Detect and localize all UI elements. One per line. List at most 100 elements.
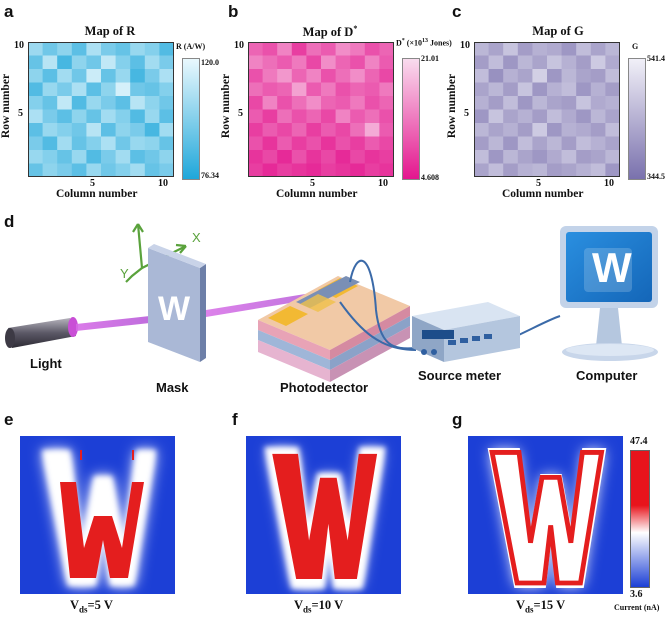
heatmap-cell: [517, 163, 533, 177]
heatmap-cell: [306, 96, 322, 110]
heatmap-cell: [159, 55, 174, 70]
heatmap-cell: [517, 69, 533, 83]
current-colorbar: [630, 450, 650, 588]
heatmap-cell: [101, 150, 117, 164]
light-label: Light: [30, 356, 62, 371]
map-d-cb-label: D* (×1013 Jones): [396, 38, 452, 48]
heatmap-cell: [474, 55, 490, 70]
heatmap-cell: [321, 109, 337, 124]
heatmap-cell: [590, 42, 606, 56]
current-map-15v: [468, 436, 623, 594]
heatmap-cell: [335, 69, 351, 83]
heatmap-cell: [306, 123, 322, 137]
setup-illustration: [5, 223, 658, 382]
heatmap-cell: [159, 96, 174, 110]
heatmap-cell: [57, 82, 73, 97]
heatmap-cell: [532, 123, 548, 137]
heatmap-frame: [248, 42, 394, 177]
heatmap-cell: [547, 55, 563, 70]
heatmap-cell: [42, 96, 58, 110]
heatmap-cell: [474, 163, 490, 177]
heatmap-cell: [159, 42, 174, 56]
heatmap-cell: [532, 82, 548, 97]
heatmap-cell: [71, 69, 87, 83]
heatmap-cell: [42, 42, 58, 56]
heatmap-cell: [379, 109, 394, 124]
heatmap-cell: [262, 42, 278, 56]
vds-value-5v: =5 V: [87, 598, 113, 612]
heatmap-cell: [532, 150, 548, 164]
heatmap-cell: [28, 123, 44, 137]
mask-plate: [148, 244, 206, 362]
map-g-cb-max: 541.4: [647, 54, 665, 63]
heatmap-cell: [350, 163, 366, 177]
heatmap-cell: [350, 55, 366, 70]
heatmap-cell: [130, 109, 146, 124]
heatmap-frame: [28, 42, 174, 177]
heatmap-cell: [86, 163, 102, 177]
heatmap-cell: [57, 163, 73, 177]
heatmap-cell: [547, 123, 563, 137]
heatmap-cell: [605, 150, 620, 164]
heatmap-cell: [517, 42, 533, 56]
heatmap-cell: [115, 150, 131, 164]
heatmap-cell: [335, 123, 351, 137]
heatmap-cell: [590, 123, 606, 137]
map-r-heatmap: [28, 42, 174, 177]
heatmap-cell: [277, 150, 293, 164]
heatmap-cell: [86, 82, 102, 97]
vds-sub-5v: ds: [79, 604, 88, 615]
heatmap-cell: [130, 55, 146, 70]
panel-label-d: d: [4, 212, 15, 231]
heatmap-cell: [291, 42, 307, 56]
map-d-xtick-10: 10: [378, 178, 388, 189]
heatmap-cell: [517, 96, 533, 110]
heatmap-cell: [532, 96, 548, 110]
heatmap-cell: [262, 69, 278, 83]
heatmap-cell: [144, 123, 160, 137]
heatmap-cell: [28, 136, 44, 151]
heatmap-cell: [42, 69, 58, 83]
heatmap-cell: [277, 82, 293, 97]
heatmap-cell: [561, 55, 577, 70]
heatmap-cell: [364, 69, 380, 83]
heatmap-cell: [86, 109, 102, 124]
heatmap-cell: [561, 82, 577, 97]
heatmap-cell: [517, 82, 533, 97]
heatmap-cell: [159, 69, 174, 83]
map-g-colorbar: [628, 58, 646, 180]
heatmap-cell: [547, 69, 563, 83]
heatmap-cell: [576, 55, 592, 70]
heatmap-cell: [306, 136, 322, 151]
heatmap-cell: [86, 96, 102, 110]
heatmap-cell: [576, 69, 592, 83]
heatmap-cell: [321, 82, 337, 97]
heatmap-cell: [262, 109, 278, 124]
heatmap-cell: [42, 109, 58, 124]
heatmap-cell: [57, 42, 73, 56]
heatmap-cell: [379, 96, 394, 110]
heatmap-cell: [576, 109, 592, 124]
map-g-cb-min: 344.5: [647, 172, 665, 181]
vds-label-15v: Vds=15 V: [516, 598, 565, 615]
heatmap-cell: [605, 123, 620, 137]
heatmap-cell: [532, 163, 548, 177]
heatmap-cell: [71, 136, 87, 151]
heatmap-cell: [57, 123, 73, 137]
heatmap-cell: [144, 163, 160, 177]
heatmap-cell: [605, 69, 620, 83]
light-beam-1: [76, 314, 168, 331]
heatmap-cell: [42, 136, 58, 151]
map-d-ytick-5: 5: [238, 108, 243, 119]
map-g-xtick-5: 5: [536, 178, 541, 189]
x-axis-label: X: [192, 230, 201, 245]
heatmap-cell: [306, 109, 322, 124]
heatmap-cell: [42, 82, 58, 97]
heatmap-cell: [335, 96, 351, 110]
heatmap-cell: [101, 163, 117, 177]
map-d-xlabel: Column number: [276, 188, 358, 200]
heatmap-cell: [248, 123, 264, 137]
heatmap-cell: [517, 55, 533, 70]
vds-v-5v: V: [70, 598, 80, 612]
heatmap-cell: [350, 109, 366, 124]
